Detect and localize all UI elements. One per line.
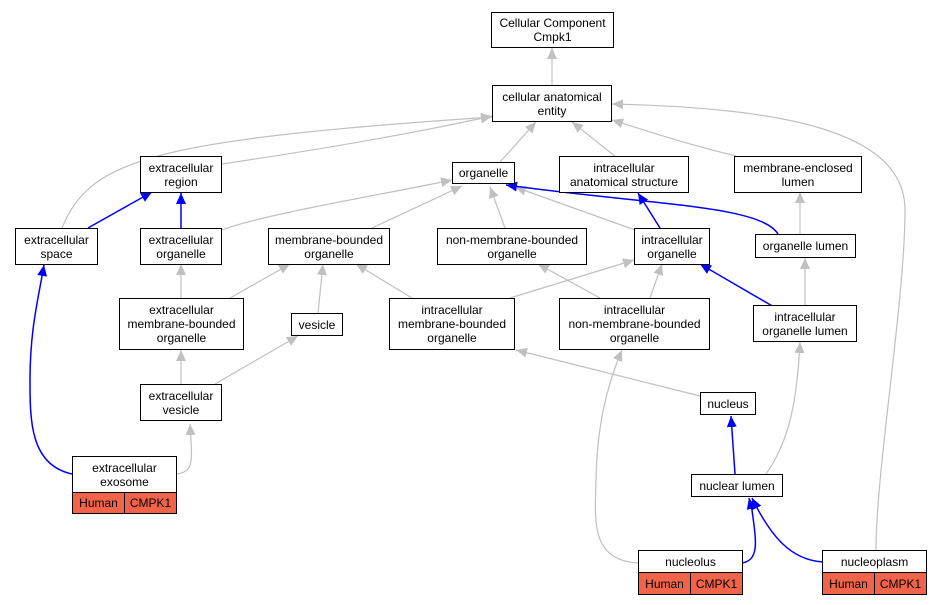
node-extracellular-organelle[interactable]: extracellular organelle: [140, 228, 222, 265]
edge-nucleoplasm-cae: [611, 99, 906, 551]
annotation-gene: CMPK1: [690, 573, 742, 594]
node-organelle[interactable]: organelle: [452, 162, 515, 184]
node-label: nucleoplasm: [823, 551, 926, 572]
edge-nucleus-int-mbo: [515, 347, 701, 397]
node-non-membrane-bounded-organelle[interactable]: non-membrane-bounded organelle: [437, 228, 587, 265]
edge-extracellular-organelle-organelle: [221, 177, 453, 231]
node-intracellular-anatomical-structure[interactable]: intracellular anatomical structure: [559, 156, 689, 193]
node-nucleoplasm[interactable]: nucleoplasm Human CMPK1: [822, 550, 927, 595]
edge-extracellular-space-cae: [61, 112, 493, 229]
edge-nucleolus-nuclear-lumen: [741, 497, 757, 564]
edge-exosome-ext-space: [29, 264, 73, 475]
node-label: extracellular exosome: [73, 457, 176, 492]
node-extracellular-vesicle[interactable]: extracellular vesicle: [140, 384, 222, 421]
edge-int-nmbo-int-organelle: [649, 263, 664, 299]
edge-int-mbo-mbo: [355, 263, 413, 299]
edge-membrane-enclosed-lumen-cae: [611, 118, 737, 157]
edge-nucleolus-int-nmbo: [594, 349, 639, 564]
node-cellular-anatomical-entity[interactable]: cellular anatomical entity: [492, 85, 612, 122]
annotation-species: Human: [639, 573, 690, 594]
edge-intracellular-anatomical-cae: [571, 121, 617, 158]
edge-int-nmbo-nmbo: [537, 263, 601, 299]
annotation-species: Human: [73, 493, 124, 513]
node-membrane-enclosed-lumen[interactable]: membrane-enclosed lumen: [734, 156, 862, 193]
edge-int-organelle-int-anatomical: [637, 192, 661, 229]
edge-membrane-bounded-organelle: [371, 185, 463, 229]
annotation-species: Human: [823, 573, 874, 594]
edge-exosome-ext-vesicle: [175, 423, 196, 475]
node-nuclear-lumen[interactable]: nuclear lumen: [691, 474, 783, 497]
node-vesicle[interactable]: vesicle: [291, 313, 343, 336]
node-intracellular-non-membrane-bounded-organelle[interactable]: intracellular non-membrane-bounded organ…: [559, 298, 710, 350]
edge-vesicle-mbo: [316, 263, 327, 314]
node-extracellular-region[interactable]: extracellular region: [140, 156, 222, 193]
edge-int-mbo-int-organelle: [509, 258, 635, 299]
edge-ext-mbo-mbo: [229, 263, 291, 299]
node-extracellular-space[interactable]: extracellular space: [15, 228, 98, 265]
node-organelle-lumen[interactable]: organelle lumen: [755, 234, 856, 258]
annotation-gene: CMPK1: [124, 493, 176, 513]
node-intracellular-organelle-lumen[interactable]: intracellular organelle lumen: [753, 305, 857, 342]
edge-ext-vesicle-vesicle: [214, 335, 299, 385]
node-membrane-bounded-organelle[interactable]: membrane-bounded organelle: [268, 228, 390, 265]
edge-nuclear-lumen-nucleus: [726, 415, 737, 475]
node-nucleolus[interactable]: nucleolus Human CMPK1: [638, 550, 743, 595]
node-extracellular-membrane-bounded-organelle[interactable]: extracellular membrane-bounded organelle: [119, 298, 244, 350]
node-intracellular-organelle[interactable]: intracellular organelle: [634, 228, 710, 265]
edge-extracellular-region-cae: [221, 113, 493, 165]
edge-nucleoplasm-nuclear-lumen: [751, 497, 824, 563]
annotation-gene: CMPK1: [874, 573, 926, 594]
edge-ext-space-ext-region: [87, 191, 153, 229]
node-label: nucleolus: [639, 551, 742, 572]
node-extracellular-exosome[interactable]: extracellular exosome Human CMPK1: [72, 456, 177, 514]
edge-non-membrane-bounded-organelle: [489, 186, 506, 229]
node-cellular-component-root[interactable]: Cellular Component Cmpk1: [491, 12, 614, 48]
edge-organelle-cae: [499, 121, 537, 163]
edge-int-organelle-lumen-int-organelle: [699, 263, 775, 308]
edge-nuclear-lumen-int-organelle-lumen: [765, 341, 805, 475]
edge-intracellular-organelle-organelle: [514, 186, 636, 231]
node-intracellular-membrane-bounded-organelle[interactable]: intracellular membrane-bounded organelle: [389, 298, 515, 350]
node-nucleus[interactable]: nucleus: [700, 392, 756, 415]
